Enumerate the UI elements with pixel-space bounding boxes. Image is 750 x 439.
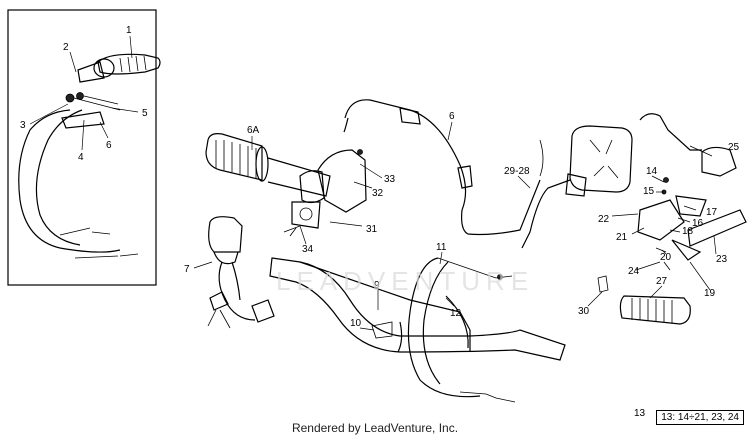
callout-7: 7 — [184, 264, 190, 275]
callout-13: 13 — [634, 408, 646, 419]
throttle-cable — [343, 99, 541, 236]
callout-32: 32 — [372, 188, 384, 199]
inset-frame — [7, 9, 157, 286]
callout-31: 31 — [366, 224, 378, 235]
callout-30: 30 — [578, 306, 590, 317]
callout-21: 21 — [616, 232, 628, 243]
callout-18: 18 — [682, 226, 694, 237]
right-controls — [637, 113, 747, 271]
footer-credit: Rendered by LeadVenture, Inc. — [291, 421, 459, 435]
callout-16: 16 — [692, 218, 704, 229]
callout-19: 19 — [704, 288, 716, 299]
inset-cables — [18, 109, 139, 259]
kill-switch — [207, 216, 275, 329]
left-grip — [205, 133, 331, 197]
callout-11: 11 — [436, 242, 447, 253]
inset-throttle-grip — [65, 53, 161, 111]
handlebar — [269, 257, 566, 361]
callout-5: 6A — [247, 125, 260, 136]
lever-cables — [407, 257, 516, 403]
callout-2: 2 — [63, 42, 69, 53]
callout-10: 10 — [350, 318, 362, 329]
right-grip — [597, 275, 691, 325]
callout-17: 17 — [706, 207, 718, 218]
leader-lines — [29, 35, 717, 331]
callout-34: 34 — [302, 244, 314, 255]
callout-25: 25 — [728, 142, 740, 153]
callout-12: 12 — [450, 308, 462, 319]
callout-27: 27 — [656, 276, 668, 287]
reference-note: 13: 14÷21, 23, 24 — [656, 410, 744, 425]
callout-9: 9 — [374, 280, 380, 291]
switch-housing — [283, 149, 367, 237]
callout-labels: 1 2 3 4 5 6 6A 6 7 9 10 11 12 13 14 15 1… — [20, 25, 740, 419]
callout-6: 6 — [449, 111, 455, 122]
watermark: LEADVENTURE — [276, 266, 534, 296]
callout-6a: 6 — [106, 140, 112, 151]
callout-24: 24 — [628, 266, 640, 277]
callout-3: 3 — [20, 120, 26, 131]
callout-33: 33 — [384, 174, 396, 185]
callout-23: 23 — [716, 254, 728, 265]
callout-6-inset: 5 — [142, 108, 148, 119]
callout-14: 14 — [646, 166, 658, 177]
callout-1: 1 — [126, 25, 132, 36]
callout-15: 15 — [643, 186, 655, 197]
mirror — [521, 125, 633, 249]
callout-29-28: 29-28 — [504, 166, 530, 177]
callout-20: 20 — [660, 252, 672, 263]
callout-4: 4 — [78, 152, 84, 163]
callout-22: 22 — [598, 214, 610, 225]
